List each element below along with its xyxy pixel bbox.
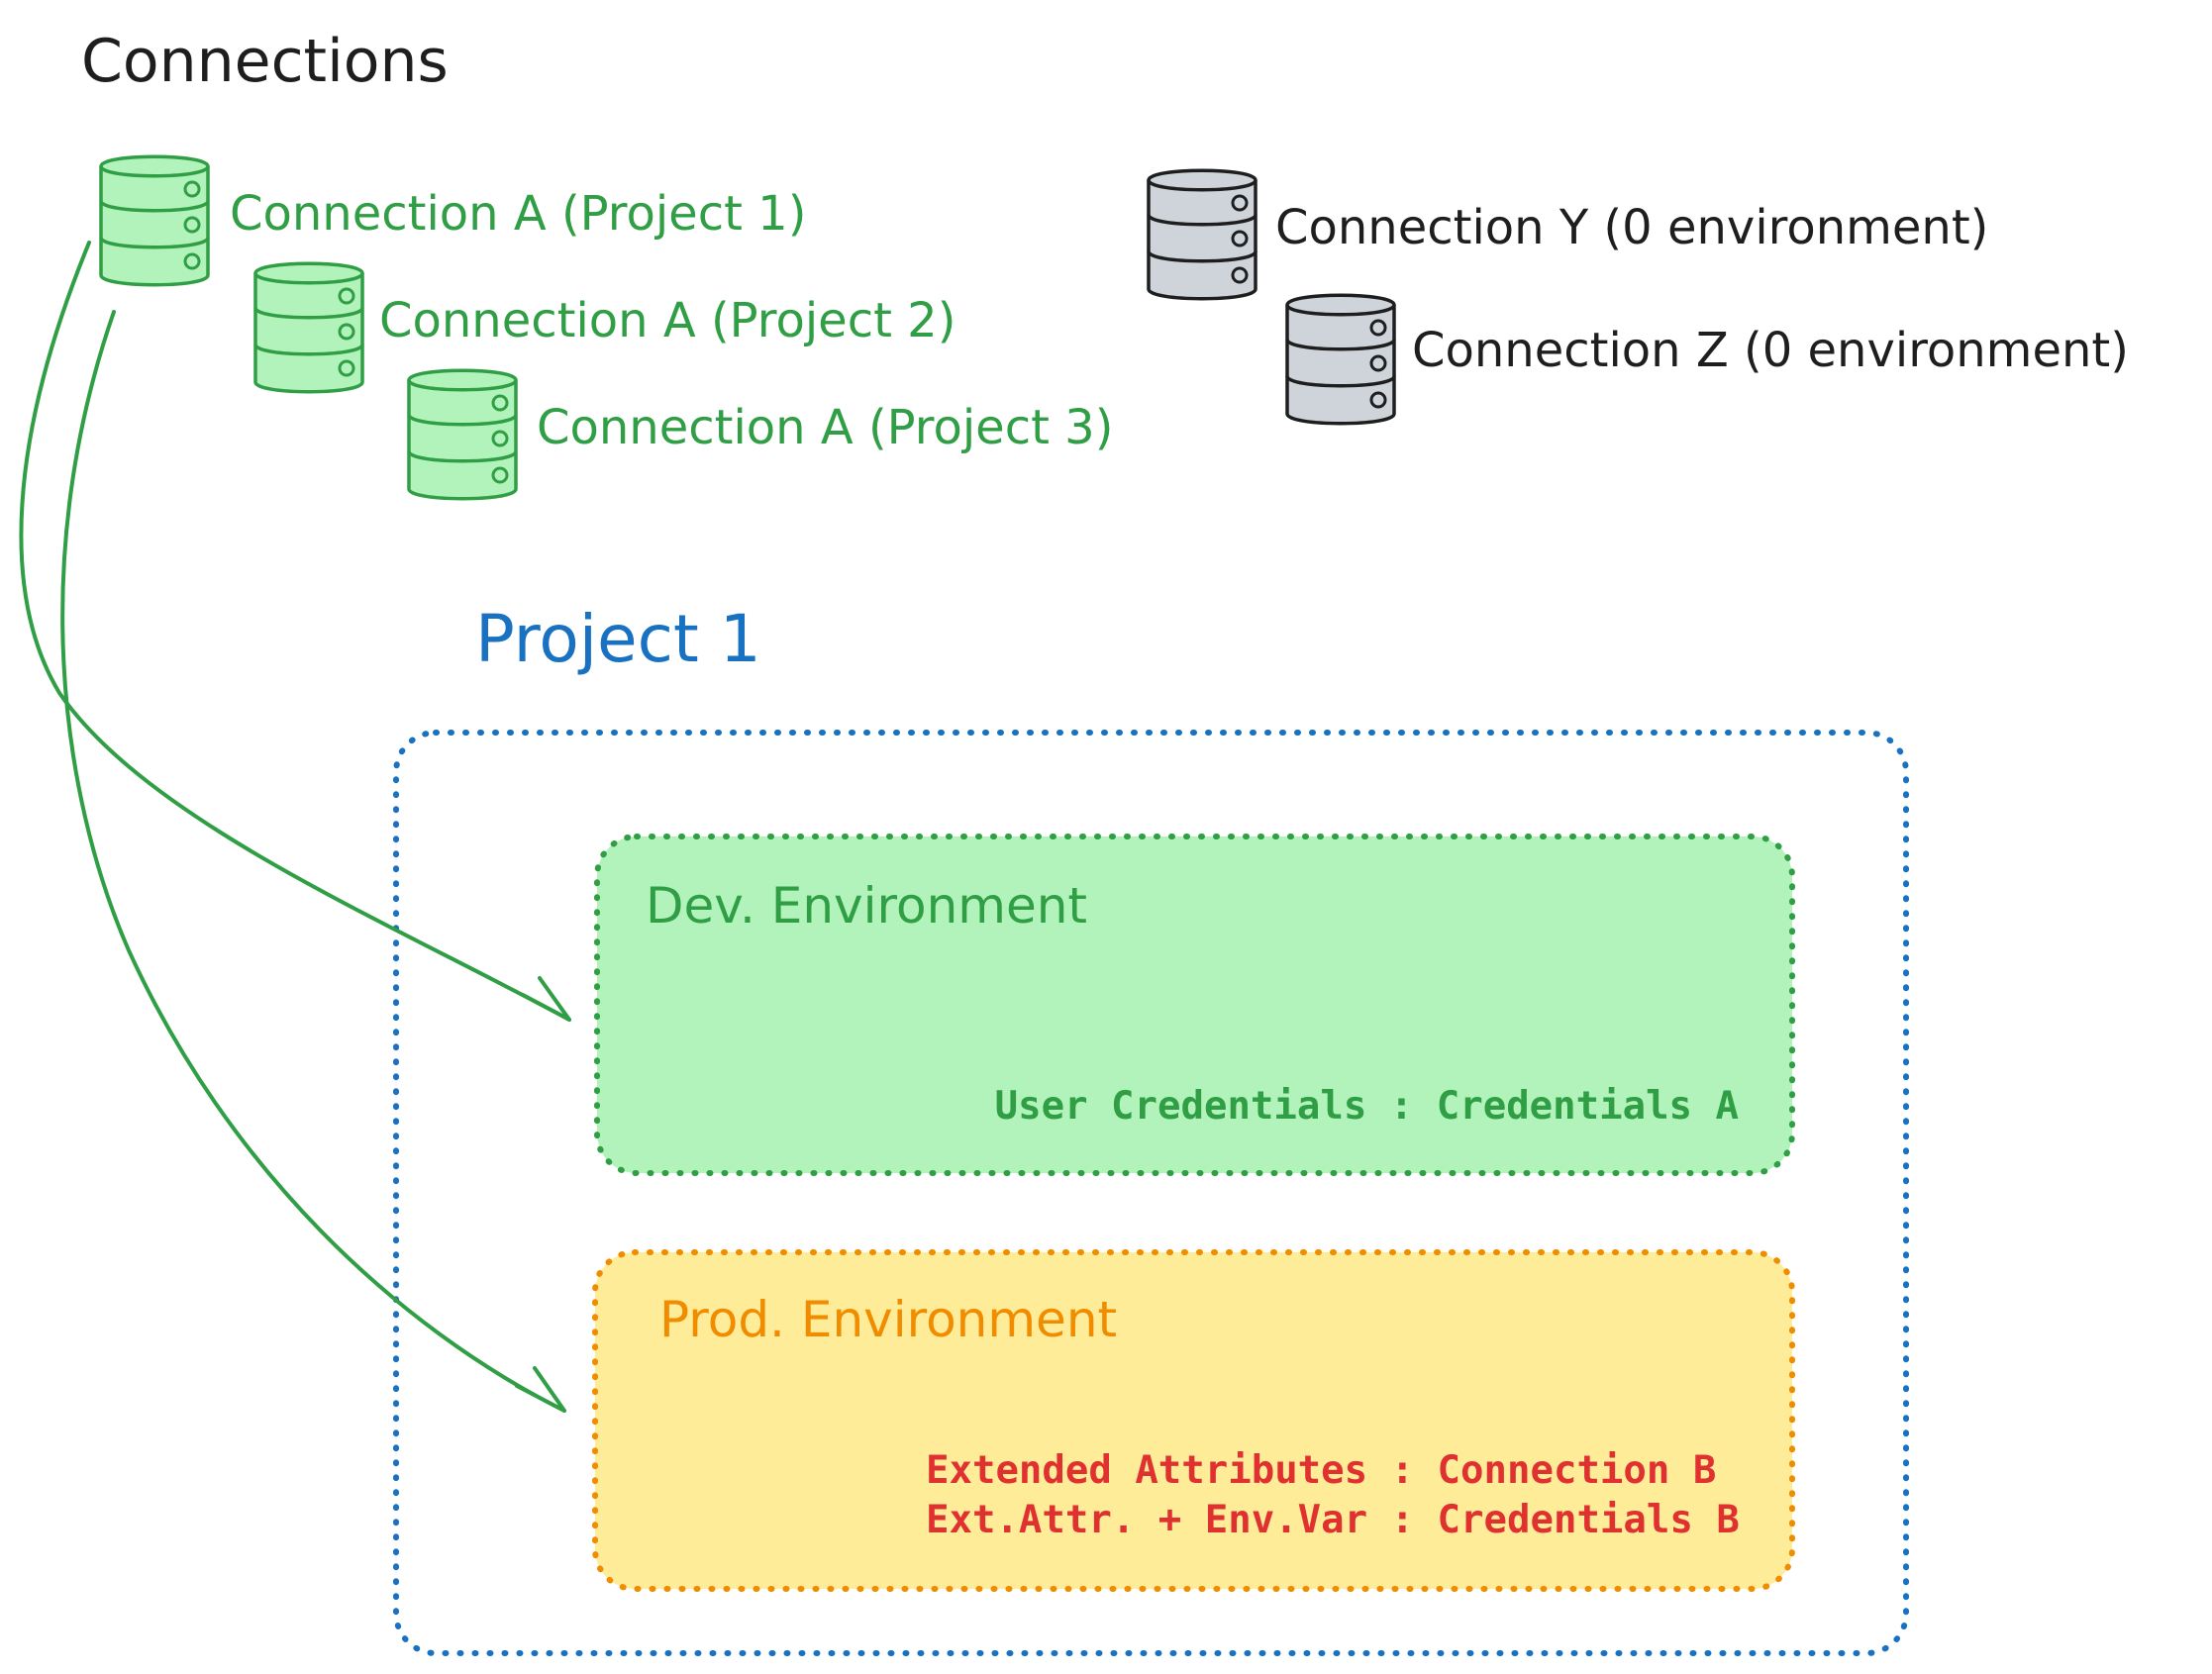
prod-environment-title: Prod. Environment bbox=[659, 1291, 1117, 1348]
arrow-head-dev bbox=[521, 976, 571, 1022]
database-icon bbox=[253, 261, 364, 394]
dev-environment: Dev. Environment User Credentials : Cred… bbox=[594, 834, 1795, 1176]
connection-y: Connection Y (0 environment) bbox=[1147, 168, 1988, 301]
database-icon bbox=[99, 154, 210, 287]
prod-env-var-text: Ext.Attr. + Env.Var : Credentials B bbox=[926, 1498, 1740, 1542]
arrow-head-prod bbox=[515, 1366, 566, 1413]
prod-environment-box bbox=[592, 1249, 1795, 1592]
connection-a-project-1: Connection A (Project 1) bbox=[99, 154, 806, 287]
project-title: Project 1 bbox=[475, 601, 761, 677]
project-container bbox=[393, 730, 1909, 1656]
connection-label: Connection Y (0 environment) bbox=[1275, 200, 1988, 255]
connection-label: Connection Z (0 environment) bbox=[1412, 323, 2129, 378]
connection-a-project-3: Connection A (Project 3) bbox=[407, 368, 1113, 501]
database-icon bbox=[1147, 168, 1257, 301]
dev-credentials-text: User Credentials : Credentials A bbox=[995, 1084, 1739, 1129]
connection-label: Connection A (Project 1) bbox=[230, 186, 806, 242]
database-icon bbox=[407, 368, 518, 501]
diagram-title: Connections bbox=[81, 27, 449, 96]
prod-environment: Prod. Environment Extended Attributes : … bbox=[592, 1249, 1795, 1592]
arrow-to-prod-environment bbox=[60, 310, 566, 1413]
dev-environment-box bbox=[594, 834, 1795, 1176]
connection-label: Connection A (Project 2) bbox=[379, 293, 955, 348]
database-icon bbox=[1285, 293, 1396, 426]
dev-environment-title: Dev. Environment bbox=[646, 877, 1087, 935]
connection-z: Connection Z (0 environment) bbox=[1285, 293, 2129, 426]
prod-extended-attributes-text: Extended Attributes : Connection B bbox=[926, 1448, 1716, 1493]
connection-label: Connection A (Project 3) bbox=[537, 400, 1113, 455]
connection-a-project-2: Connection A (Project 2) bbox=[253, 261, 955, 394]
